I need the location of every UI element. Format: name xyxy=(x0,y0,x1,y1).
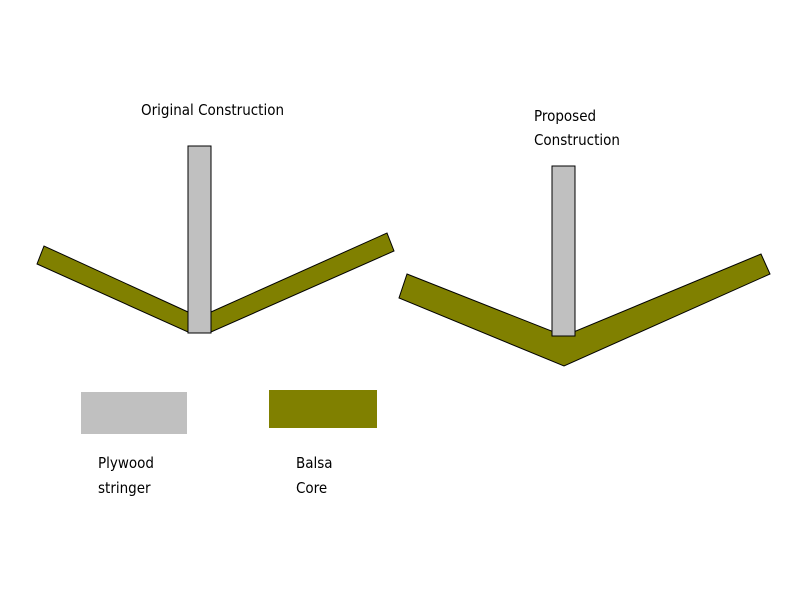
proposed-balsa-core xyxy=(398,253,771,367)
legend-balsa-label-line2: Core xyxy=(296,479,327,497)
proposed-plywood-stringer xyxy=(551,165,576,337)
legend-balsa-swatch xyxy=(269,390,377,428)
original-plywood-stringer xyxy=(187,145,212,334)
original-balsa-core-right xyxy=(210,232,395,333)
original-construction-title: Original Construction xyxy=(141,101,284,119)
legend: Plywood stringer Balsa Core xyxy=(81,390,377,497)
proposed-construction-title-line2: Construction xyxy=(534,131,620,149)
legend-plywood-label-line1: Plywood xyxy=(98,454,154,472)
proposed-construction-title-line1: Proposed xyxy=(534,107,596,125)
legend-plywood-label-line2: stringer xyxy=(98,479,151,497)
proposed-construction: Proposed Construction xyxy=(398,107,771,367)
legend-plywood-swatch xyxy=(81,392,187,434)
original-construction: Original Construction xyxy=(36,101,395,334)
legend-balsa-label-line1: Balsa xyxy=(296,454,333,472)
original-balsa-core-left xyxy=(36,245,189,333)
